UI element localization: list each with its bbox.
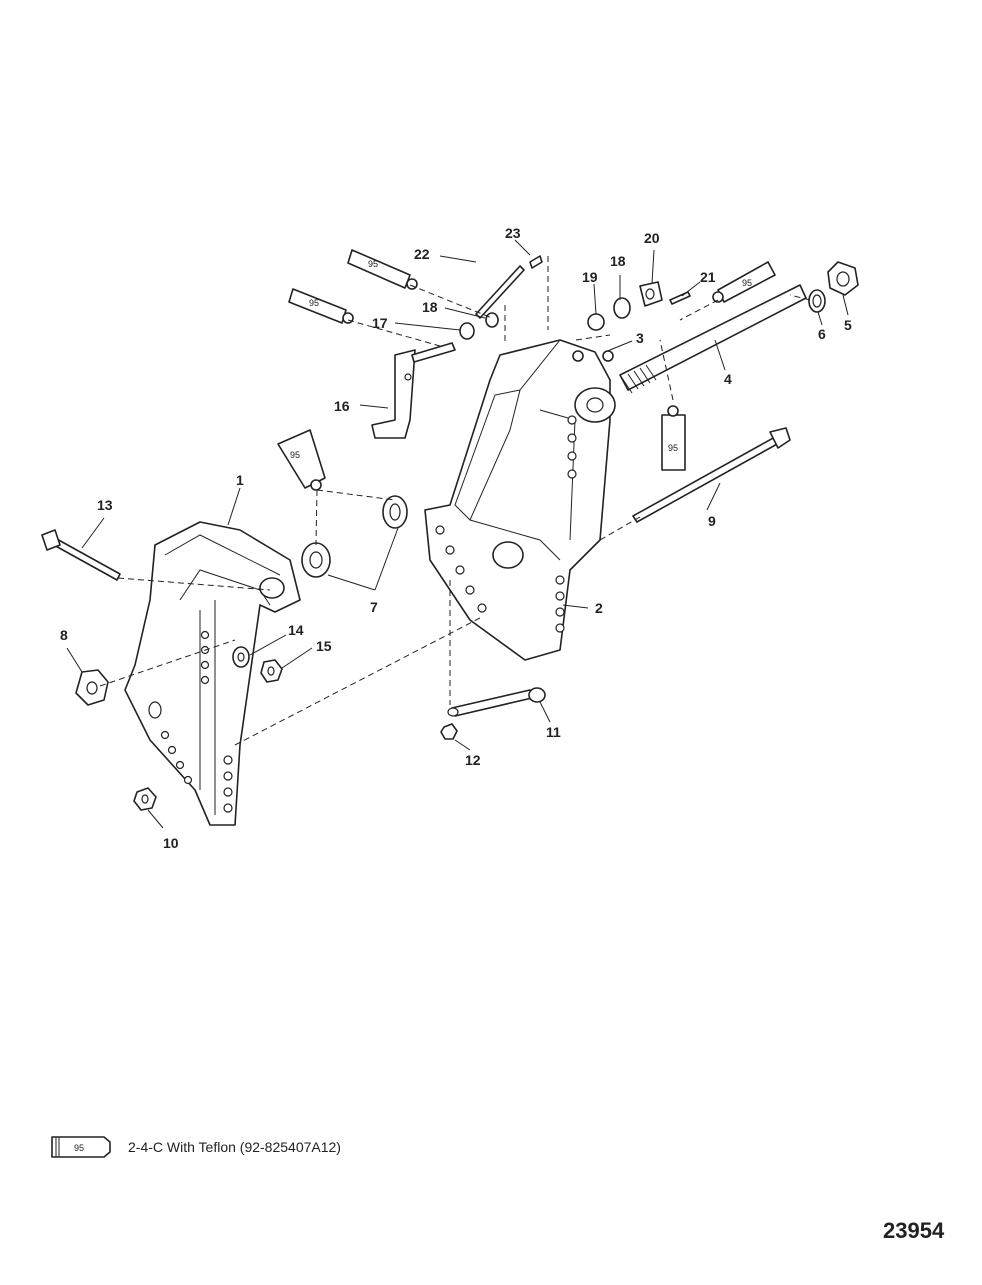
part-9-long-bolt [632, 427, 791, 523]
lubricant-tube-4: 95 [661, 405, 686, 471]
part-4-tilt-tube [619, 284, 807, 394]
part-6-washer [808, 289, 826, 313]
part-small-hardware [459, 255, 691, 362]
part-2-right-bracket [424, 339, 616, 661]
callout-5: 5 [844, 317, 852, 333]
svg-text:95: 95 [368, 259, 378, 269]
part-12-screw [440, 723, 458, 740]
part-15-nut [260, 659, 283, 683]
leader-lines [66, 239, 849, 829]
callout-4: 4 [724, 371, 732, 387]
lubricant-tube-3: 95 [712, 261, 776, 303]
legend: 95 2-4-C With Teflon (92-825407A12) [51, 1136, 341, 1158]
callout-3: 3 [636, 330, 644, 346]
part-7-washers [301, 495, 408, 578]
callout-21: 21 [700, 269, 716, 285]
legend-text: 2-4-C With Teflon (92-825407A12) [128, 1139, 341, 1155]
callout-10: 10 [163, 835, 179, 851]
part-16-lever [371, 342, 456, 439]
callout-23: 23 [505, 225, 521, 241]
callout-8: 8 [60, 627, 68, 643]
lubricant-tube-1: 95 [347, 249, 418, 290]
callout-7: 7 [370, 599, 378, 615]
part-1-left-bracket [124, 521, 301, 826]
svg-text:95: 95 [742, 278, 752, 288]
svg-text:95: 95 [309, 298, 319, 308]
callout-19: 19 [582, 269, 598, 285]
callout-11: 11 [546, 724, 561, 740]
callout-2: 2 [595, 600, 603, 616]
lubricant-tube-2: 95 [288, 288, 354, 324]
callout-9: 9 [708, 513, 716, 529]
part-10-nut [133, 787, 157, 811]
callout-18b: 18 [610, 253, 626, 269]
callout-16: 16 [334, 398, 350, 414]
callout-15: 15 [316, 638, 332, 654]
lubricant-tube-5: 95 [277, 429, 326, 491]
svg-text:95: 95 [668, 443, 678, 453]
part-13-bolt [41, 529, 121, 581]
callout-18a: 18 [422, 299, 438, 315]
part-11-ground-strap [447, 687, 546, 717]
callout-labels: 1 2 3 4 5 6 7 8 9 10 11 12 13 14 15 16 1… [60, 225, 852, 851]
callout-1: 1 [236, 472, 244, 488]
legend-tube-label: 95 [74, 1143, 84, 1153]
callout-13: 13 [97, 497, 113, 513]
legend-lubricant-tube-icon [51, 1136, 111, 1158]
callout-22: 22 [414, 246, 430, 262]
callout-14: 14 [288, 622, 304, 638]
callout-17: 17 [372, 315, 388, 331]
callout-6: 6 [818, 326, 826, 342]
svg-text:95: 95 [290, 450, 300, 460]
callout-12: 12 [465, 752, 481, 768]
callout-20: 20 [644, 230, 660, 246]
part-8-nut [75, 669, 109, 706]
part-5-nut [827, 261, 859, 296]
part-14-washer [232, 646, 250, 668]
drawing-number: 23954 [883, 1218, 945, 1243]
